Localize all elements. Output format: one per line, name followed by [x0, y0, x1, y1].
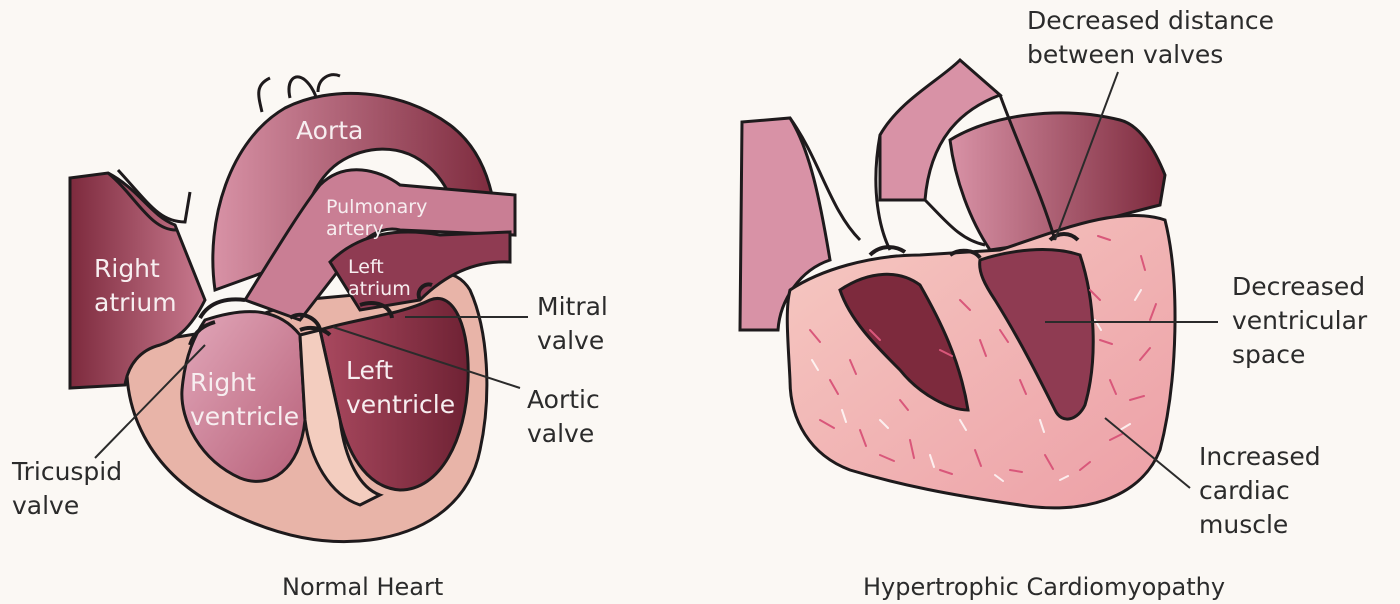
- caption-normal-heart: Normal Heart: [282, 570, 443, 604]
- label-increased-cardiac-muscle: Increased cardiac muscle: [1199, 440, 1321, 542]
- label-left-atrium: Left atrium: [348, 256, 411, 300]
- caption-hcm: Hypertrophic Cardiomyopathy: [863, 570, 1225, 604]
- label-pulmonary-artery: Pulmonary artery: [326, 196, 427, 240]
- label-aorta: Aorta: [296, 114, 363, 148]
- label-right-atrium: Right atrium: [94, 252, 177, 320]
- label-right-ventricle: Right ventricle: [190, 366, 299, 434]
- label-left-ventricle: Left ventricle: [346, 354, 455, 422]
- label-tricuspid-valve: Tricuspid valve: [12, 455, 122, 523]
- label-aortic-valve: Aortic valve: [527, 383, 600, 451]
- label-decreased-distance: Decreased distance between valves: [1027, 4, 1274, 72]
- label-decreased-ventricular-space: Decreased ventricular space: [1232, 270, 1367, 372]
- label-mitral-valve: Mitral valve: [537, 290, 608, 358]
- hcm-heart: [740, 60, 1218, 508]
